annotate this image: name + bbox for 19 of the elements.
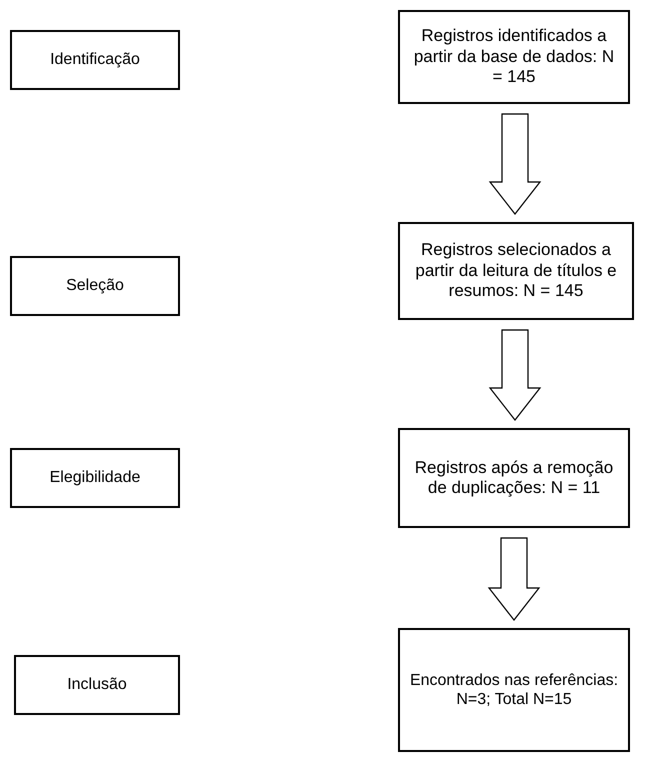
stage-box: [14, 655, 180, 715]
stage-box: [10, 30, 180, 90]
box-text: Identificação: [50, 50, 140, 70]
stage-box: [10, 256, 180, 316]
hollow-arrow: [488, 113, 542, 215]
hollow-arrow: [488, 537, 540, 621]
box-text: Registros selecionados a partir da leitura de títulos e resumos: N = 145: [414, 240, 618, 302]
process-box: [398, 628, 630, 752]
process-box: [398, 222, 634, 320]
box-text: Inclusão: [67, 675, 127, 695]
process-box: [398, 428, 630, 528]
box-text: Encontrados nas referências: N=3; Total N=15: [408, 670, 620, 710]
stage-box: [10, 448, 180, 508]
box-text: Elegibilidade: [50, 468, 140, 488]
box-text: Seleção: [66, 276, 124, 296]
process-box: [398, 10, 630, 104]
box-text: Registros após a remoção de duplicações: N = 11: [414, 458, 614, 498]
hollow-arrow: [488, 329, 542, 421]
box-text: Registros identificados a partir da base de dados: N = 145: [412, 26, 616, 88]
